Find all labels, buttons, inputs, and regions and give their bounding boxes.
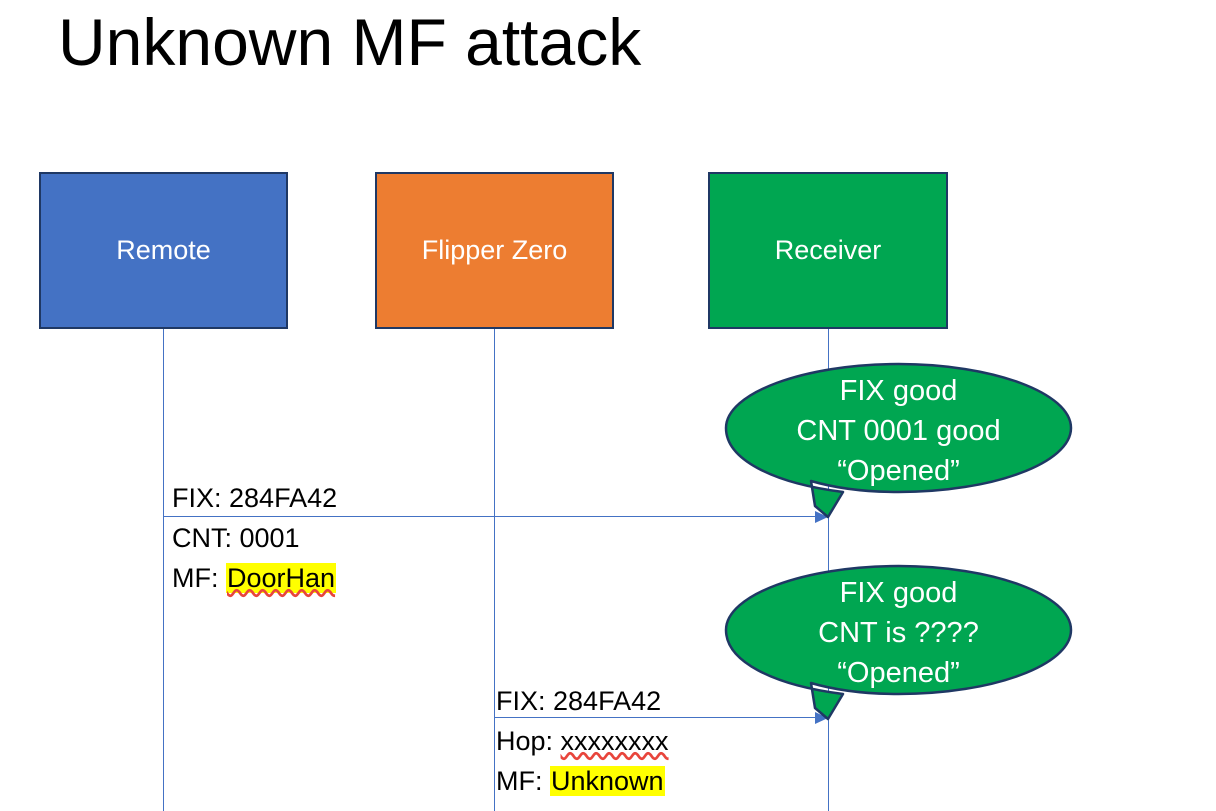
message-line-prefix: CNT: bbox=[172, 523, 240, 553]
message-line-value: 284FA42 bbox=[229, 483, 338, 513]
callout-bubble-second[interactable]: FIX good CNT is ???? “Opened” bbox=[724, 564, 1073, 721]
actor-label-receiver: Receiver bbox=[774, 235, 882, 265]
lifeline-remote bbox=[163, 329, 164, 811]
message-line-prefix: FIX: bbox=[496, 686, 554, 716]
message-line-value: 284FA42 bbox=[553, 686, 662, 716]
message-line: FIX: 284FA42 bbox=[496, 681, 669, 721]
message-line: MF: Unknown bbox=[496, 761, 669, 801]
message-line-prefix: Hop: bbox=[496, 726, 561, 756]
message-line-prefix: FIX: bbox=[172, 483, 230, 513]
message-line-value-highlighted: Unknown bbox=[550, 766, 665, 796]
message-line: CNT: 0001 bbox=[172, 518, 337, 558]
message-line-value: xxxxxxxx bbox=[560, 726, 669, 756]
actor-label-flipper: Flipper Zero bbox=[421, 235, 568, 265]
message-line-prefix: MF: bbox=[496, 766, 550, 796]
actor-label-remote: Remote bbox=[116, 235, 211, 265]
message-label-flipper-to-receiver: FIX: 284FA42 Hop: xxxxxxxx MF: Unknown bbox=[496, 681, 669, 801]
message-label-remote-to-receiver: FIX: 284FA42 CNT: 0001 MF: DoorHan bbox=[172, 478, 337, 598]
message-line: MF: DoorHan bbox=[172, 558, 337, 598]
actor-box-receiver[interactable]: Receiver bbox=[708, 172, 948, 329]
page-title: Unknown MF attack bbox=[58, 5, 642, 79]
actor-box-remote[interactable]: Remote bbox=[39, 172, 288, 329]
callout-shape-first bbox=[724, 362, 1073, 519]
callout-shape-second bbox=[724, 564, 1073, 721]
message-line: Hop: xxxxxxxx bbox=[496, 721, 669, 761]
message-line: FIX: 284FA42 bbox=[172, 478, 337, 518]
message-line-value: 0001 bbox=[239, 523, 300, 553]
message-line-prefix: MF: bbox=[172, 563, 226, 593]
actor-box-flipper[interactable]: Flipper Zero bbox=[375, 172, 614, 329]
callout-bubble-first[interactable]: FIX good CNT 0001 good “Opened” bbox=[724, 362, 1073, 519]
message-line-value-highlighted: DoorHan bbox=[226, 563, 337, 593]
lifeline-flipper bbox=[494, 329, 495, 811]
lifeline-receiver bbox=[828, 329, 829, 811]
